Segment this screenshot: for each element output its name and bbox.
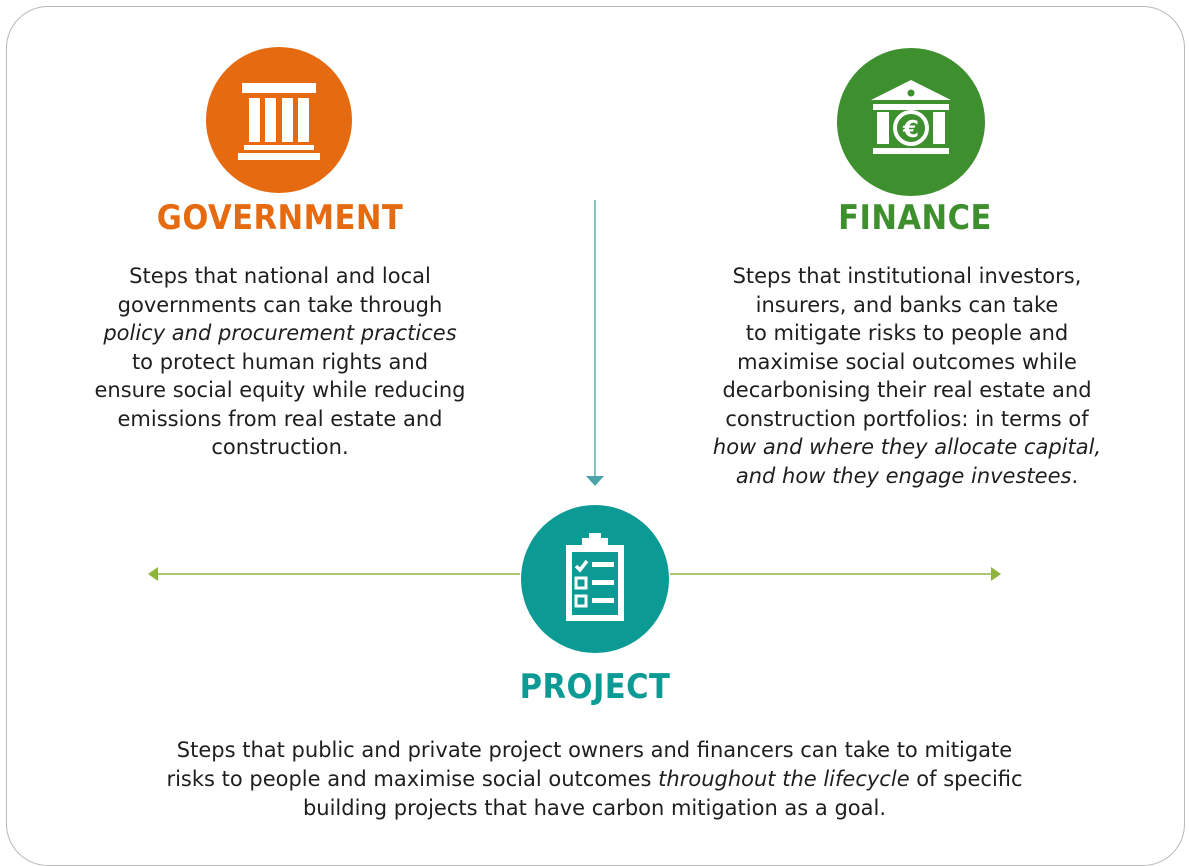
project-desc-emphasis: throughout the lifecycle <box>658 767 910 791</box>
clipboard-checklist-icon <box>566 533 624 621</box>
finance-desc-line: Steps that institutional investors, <box>732 264 1082 288</box>
government-building-icon <box>238 83 320 160</box>
project-description: Steps that public and private project ow… <box>20 736 1169 823</box>
project-icon-circle <box>521 505 669 653</box>
finance-desc-period: . <box>1071 463 1079 488</box>
government-desc-line: to protect human rights and <box>131 349 429 374</box>
government-desc-emphasis: policy and procurement practices <box>103 321 457 345</box>
finance-desc-emphasis: how and where they allocate capital, <box>712 435 1102 459</box>
finance-desc-line: maximise social outcomes while <box>737 349 1077 374</box>
svg-text:€: € <box>902 117 919 143</box>
finance-desc-line: insurers, and banks can take <box>755 292 1059 317</box>
government-title: GOVERNMENT <box>156 198 404 238</box>
finance-desc-line: decarbonising their real estate and <box>722 378 1092 402</box>
right-arrowhead <box>991 567 1001 581</box>
finance-icon-circle: € <box>837 48 985 196</box>
vertical-arrowhead <box>586 476 604 486</box>
government-desc-line: construction. <box>211 435 349 459</box>
left-arrowhead <box>148 567 158 581</box>
finance-title: FINANCE <box>838 198 992 238</box>
government-desc-line: ensure social equity while reducing <box>94 378 466 402</box>
project-desc-text: of specific <box>909 767 1023 791</box>
government-desc-line: Steps that national and local <box>129 264 431 288</box>
finance-desc-emphasis: and how they engage investees <box>735 463 1072 488</box>
government-desc-line: emissions from real estate and <box>117 406 443 431</box>
bank-euro-icon: € <box>871 80 951 154</box>
project-desc-text: risks to people and maximise social outc… <box>166 767 659 791</box>
project-desc-line: Steps that public and private project ow… <box>176 738 1013 762</box>
government-icon-circle <box>206 47 352 193</box>
project-title: PROJECT <box>519 667 671 707</box>
government-description: Steps that national and local government… <box>30 262 530 462</box>
finance-description: Steps that institutional investors, insu… <box>657 262 1157 490</box>
government-desc-line: governments can take through <box>117 292 443 317</box>
finance-desc-line: construction portfolios: in terms of <box>725 406 1089 431</box>
finance-desc-line: to mitigate risks to people and <box>745 321 1069 345</box>
project-desc-line: building projects that have carbon mitig… <box>302 796 887 820</box>
